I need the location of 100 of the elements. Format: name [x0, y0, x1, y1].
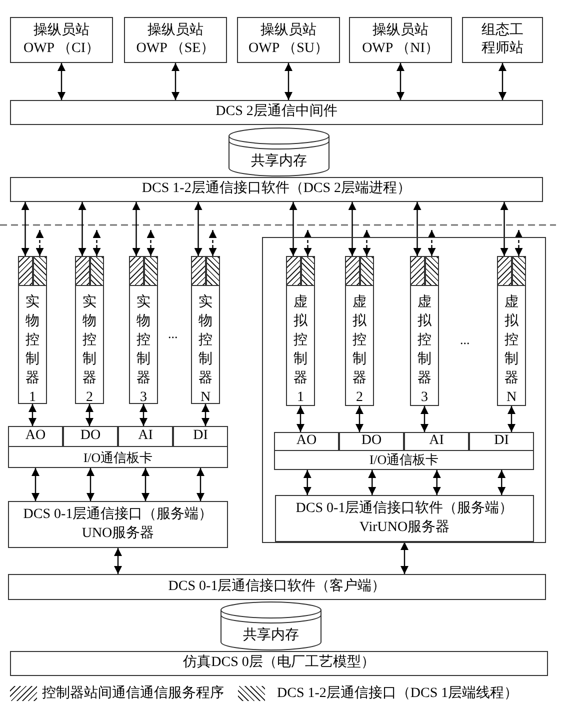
- dashed-arrow: [304, 230, 312, 256]
- controller-column: [18, 256, 47, 404]
- arrow: [132, 202, 140, 256]
- controller-column: [129, 256, 158, 404]
- hatched-block: [90, 256, 104, 286]
- arrow: [142, 468, 150, 501]
- hatched-block: [497, 256, 512, 286]
- controller-column: [345, 256, 374, 406]
- controller-column: [497, 256, 526, 406]
- node-label: DCS 2层通信中间件: [216, 103, 338, 122]
- node-label: I/O通信板卡: [83, 449, 153, 467]
- arrow: [420, 406, 428, 432]
- station-box: [124, 17, 227, 63]
- legend-label: DCS 1-2层通信接口（DCS 1层端线程）: [277, 684, 518, 702]
- node-label: DO: [80, 427, 101, 446]
- hatched-block: [32, 256, 47, 286]
- arrow: [58, 63, 66, 100]
- node-label: DCS 0-1层通信接口（服务端）: [23, 506, 213, 524]
- node-label: DCS 0-1层通信接口软件（服务端）: [296, 500, 514, 518]
- arrow: [172, 63, 180, 100]
- node-label: UNO服务器: [82, 524, 154, 542]
- arrow: [202, 404, 210, 426]
- hatched-block: [300, 256, 315, 286]
- arrow: [140, 404, 148, 426]
- station-box: [462, 17, 543, 63]
- hatched-block: [512, 256, 526, 286]
- layer-bar: [8, 574, 546, 600]
- dashed-arrow: [92, 230, 101, 256]
- arrow: [368, 470, 376, 495]
- node-label: 共享内存: [251, 152, 307, 171]
- hatched-block: [286, 256, 300, 286]
- arrow: [114, 548, 122, 574]
- server-box: [275, 495, 534, 542]
- node-label: 虚拟控制器N: [504, 294, 519, 407]
- dashed-arrow: [146, 230, 155, 256]
- station-box: [349, 17, 452, 63]
- dashed-arrow: [362, 230, 371, 256]
- node-label: 操纵员站 OWP （SE）: [135, 22, 216, 58]
- node-label: DI: [494, 432, 509, 450]
- node-label: 虚拟控制器1: [293, 294, 308, 407]
- layer-bar: [10, 651, 548, 676]
- node-label: 虚拟控制器3: [417, 294, 432, 407]
- node-label: AO: [25, 427, 46, 446]
- arrow: [296, 406, 304, 432]
- arrow: [498, 63, 506, 100]
- node-label: AI: [429, 432, 444, 450]
- arrow: [400, 542, 408, 574]
- arrow: [500, 202, 508, 256]
- station-box: [10, 17, 113, 63]
- arrow: [348, 202, 356, 256]
- hatched-block: [424, 256, 439, 286]
- ellipsis-mark: ...: [460, 332, 470, 348]
- hatched-block: [410, 256, 424, 286]
- dashed-arrow: [428, 230, 436, 256]
- legend-label: 控制器站间通信通信服务程序: [42, 684, 224, 702]
- node-label: I/O通信板卡: [369, 451, 439, 469]
- arrow: [86, 404, 94, 426]
- node-label: 组态工程师站: [480, 22, 524, 58]
- arrow: [284, 63, 292, 100]
- hatched-block: [129, 256, 144, 286]
- hatched-block: [345, 256, 360, 286]
- hatched-block: [360, 256, 374, 286]
- node-label: 实物控制器2: [82, 293, 97, 407]
- controller-column: [286, 256, 315, 406]
- arrow: [21, 202, 30, 256]
- dashed-arrow: [208, 230, 217, 256]
- arrow: [356, 406, 364, 432]
- node-label: AI: [138, 427, 153, 446]
- node-label: DCS 0-1层通信接口软件（客户端）: [168, 578, 386, 596]
- arrow: [413, 202, 422, 256]
- hatched-block: [18, 256, 32, 286]
- node-label: 实物控制器1: [25, 293, 40, 407]
- arrow: [432, 470, 441, 495]
- node-label: 实物控制器3: [136, 293, 151, 407]
- node-label: 仿真DCS 0层（电厂工艺模型）: [183, 654, 375, 672]
- arrow: [396, 63, 404, 100]
- server-box: [8, 501, 228, 548]
- node-label: 共享内存: [243, 626, 299, 645]
- layer-bar: [10, 100, 543, 125]
- node-label: VirUNO服务器: [359, 518, 450, 536]
- arrow: [32, 468, 40, 501]
- node-label: DO: [361, 432, 382, 450]
- controller-column: [75, 256, 104, 404]
- dashed-arrow: [514, 230, 523, 256]
- hatched-block: [144, 256, 158, 286]
- node-label: DI: [193, 427, 208, 446]
- io-card-box: [8, 426, 228, 468]
- arrow: [28, 404, 36, 426]
- io-card-box: [274, 432, 534, 470]
- dashed-arrow: [36, 230, 44, 256]
- hatched-block: [191, 256, 206, 286]
- controller-column: [410, 256, 439, 406]
- node-label: 实物控制器N: [198, 293, 213, 407]
- node-label: AO: [296, 432, 317, 450]
- node-label: 操纵员站 OWP （NI）: [361, 22, 440, 58]
- arrow: [508, 406, 516, 432]
- hatched-block: [206, 256, 220, 286]
- arrow: [78, 202, 86, 256]
- arrow: [196, 468, 204, 501]
- node-label: 操纵员站 OWP （CI）: [22, 22, 101, 58]
